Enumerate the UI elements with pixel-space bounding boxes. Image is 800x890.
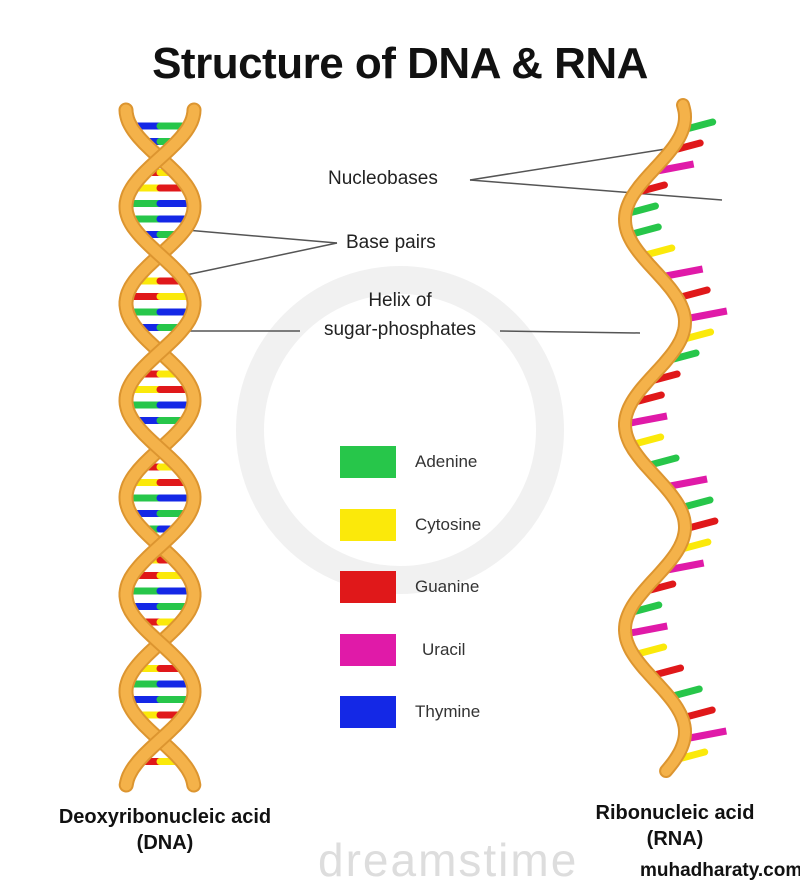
label-base-pairs: Base pairs xyxy=(346,232,436,253)
rna-caption: Ribonucleic acid (RNA) xyxy=(585,800,765,852)
legend-label-thymine: Thymine xyxy=(415,702,481,721)
label-helix-line2: sugar-phosphates xyxy=(323,319,477,340)
watermark-text: dreamstime xyxy=(318,834,579,886)
page-title: Structure of DNA & RNA xyxy=(152,39,648,88)
pointer-line xyxy=(469,147,673,181)
dna-caption: Deoxyribonucleic acid (DNA) xyxy=(40,804,290,856)
nucleobase xyxy=(624,622,668,638)
label-helix-line1: Helix of xyxy=(368,290,432,311)
legend-swatch-uracil xyxy=(340,633,396,666)
legend-label-guanine: Guanine xyxy=(415,577,480,596)
legend-label-uracil: Uracil xyxy=(422,639,466,659)
site-credit: muhadharaty.com xyxy=(640,860,800,881)
dna-caption-abbr: (DNA) xyxy=(136,832,194,854)
watermark-logo xyxy=(236,266,564,594)
rna-caption-name: Ribonucleic acid xyxy=(595,802,755,824)
rna-backbone xyxy=(619,100,691,776)
rna-strand xyxy=(617,98,728,778)
legend-swatch-adenine xyxy=(340,446,396,478)
legend-swatch-cytosine xyxy=(340,508,396,541)
label-helix: Helix of sugar-phosphates xyxy=(300,286,500,344)
legend-label-cytosine: Cytosine xyxy=(415,514,482,534)
legend-swatch-thymine xyxy=(340,696,396,728)
legend-label-adenine: Adenine xyxy=(415,452,478,471)
label-nucleobases: Nucleobases xyxy=(328,168,438,189)
legend-swatch-guanine xyxy=(340,571,396,603)
nucleobase xyxy=(684,307,728,323)
rna-caption-abbr: (RNA) xyxy=(646,828,704,850)
pointer-line xyxy=(469,179,723,201)
dna-helix xyxy=(118,102,202,793)
pointer-lines xyxy=(185,147,723,334)
pointer-line xyxy=(185,229,338,244)
pointer-line xyxy=(499,330,641,334)
pointer-line xyxy=(185,242,338,276)
sugar-phosphate-strand xyxy=(120,104,200,791)
dna-caption-name: Deoxyribonucleic acid xyxy=(58,806,272,828)
